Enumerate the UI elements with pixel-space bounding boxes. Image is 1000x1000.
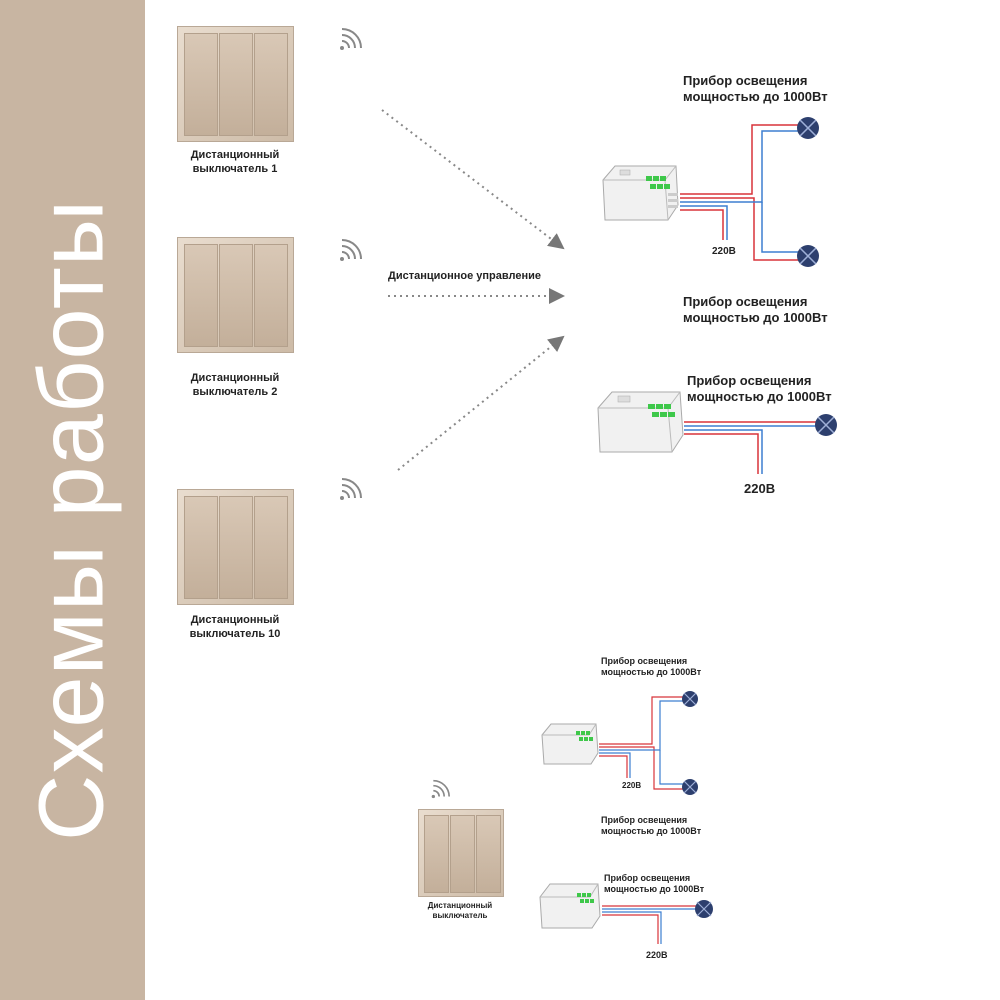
label-line: мощностью до 1000Вт xyxy=(683,310,828,326)
switch-key xyxy=(184,33,218,136)
caption-line: Дистанционный xyxy=(190,614,280,626)
label-line: Прибор освещения xyxy=(683,294,808,309)
remote-switch-1 xyxy=(177,26,294,142)
bottom-device-2-label: Прибор освещения мощностью до 1000Вт xyxy=(601,815,701,838)
label-line: мощностью до 1000Вт xyxy=(604,884,705,895)
switch-key xyxy=(219,33,253,136)
wireless-signal-icon xyxy=(340,239,362,261)
signal-arrow-1 xyxy=(381,109,565,250)
label-line: мощностью до 1000Вт xyxy=(683,89,828,105)
bottom-voltage-2-label: 220В xyxy=(646,950,668,960)
switch-key xyxy=(476,815,501,893)
top-device-2-label: Прибор освещения мощностью до 1000Вт xyxy=(683,294,828,327)
lamp-icon xyxy=(695,900,713,918)
caption-line: Дистанционный xyxy=(427,901,493,910)
lamp-icon xyxy=(797,117,819,139)
label-line: Прибор освещения xyxy=(687,373,812,388)
mid-device-label: Прибор освещения мощностью до 1000Вт xyxy=(687,373,832,406)
wireless-signal-icon xyxy=(340,28,362,50)
lamp-icon xyxy=(797,245,819,267)
caption-line: выключатель xyxy=(432,911,488,920)
relay-module xyxy=(539,883,601,929)
wireless-signal-icon xyxy=(431,779,450,799)
caption-line: выключатель 2 xyxy=(192,385,278,398)
remote-control-label: Дистанционное управление xyxy=(388,270,541,282)
sidebar: Схемы работы xyxy=(0,0,145,1000)
relay-module xyxy=(597,391,684,453)
switch-key xyxy=(450,815,475,893)
remote-switch-bottom xyxy=(418,809,504,897)
switch-key xyxy=(184,496,218,599)
top-device-1-label: Прибор освещения мощностью до 1000Вт xyxy=(683,73,828,106)
remote-switch-2 xyxy=(177,237,294,353)
bottom-switch-caption: Дистанционный выключатель xyxy=(405,901,515,921)
bottom-device-1-label: Прибор освещения мощностью до 1000Вт xyxy=(601,656,701,679)
switch-1-caption: Дистанционный выключатель 1 xyxy=(160,149,310,177)
lamp-icon xyxy=(682,691,698,707)
caption-line: Дистанционный xyxy=(190,372,280,384)
relay-module xyxy=(602,165,679,221)
label-line: мощностью до 1000Вт xyxy=(601,667,702,678)
lamp-icon xyxy=(815,414,837,436)
switch-key xyxy=(254,33,288,136)
label-line: Прибор освещения xyxy=(601,815,688,825)
switch-key xyxy=(254,496,288,599)
switch-key xyxy=(254,244,288,347)
label-line: мощностью до 1000Вт xyxy=(601,826,702,837)
label-line: мощностью до 1000Вт xyxy=(687,389,832,405)
lamp-icon xyxy=(682,779,698,795)
caption-line: выключатель 1 xyxy=(192,162,278,175)
bottom-device-3-label: Прибор освещения мощностью до 1000Вт xyxy=(604,873,704,896)
wireless-signal-icon xyxy=(340,478,362,500)
mid-voltage-label: 220В xyxy=(744,481,776,496)
label-line: Прибор освещения xyxy=(604,873,691,883)
relay-module xyxy=(541,723,599,765)
bottom-voltage-1-label: 220В xyxy=(622,781,642,790)
switch-10-caption: Дистанционный выключатель 10 xyxy=(160,614,310,642)
switch-key xyxy=(424,815,449,893)
remote-switch-10 xyxy=(177,489,294,605)
switch-key xyxy=(219,496,253,599)
caption-line: выключатель 10 xyxy=(189,627,281,640)
switch-key xyxy=(184,244,218,347)
label-line: Прибор освещения xyxy=(683,73,808,88)
caption-line: Дистанционный xyxy=(190,149,280,161)
label-line: Прибор освещения xyxy=(601,656,688,666)
top-voltage-label: 220В xyxy=(712,246,736,257)
switch-2-caption: Дистанционный выключатель 2 xyxy=(160,372,310,400)
switch-key xyxy=(219,244,253,347)
